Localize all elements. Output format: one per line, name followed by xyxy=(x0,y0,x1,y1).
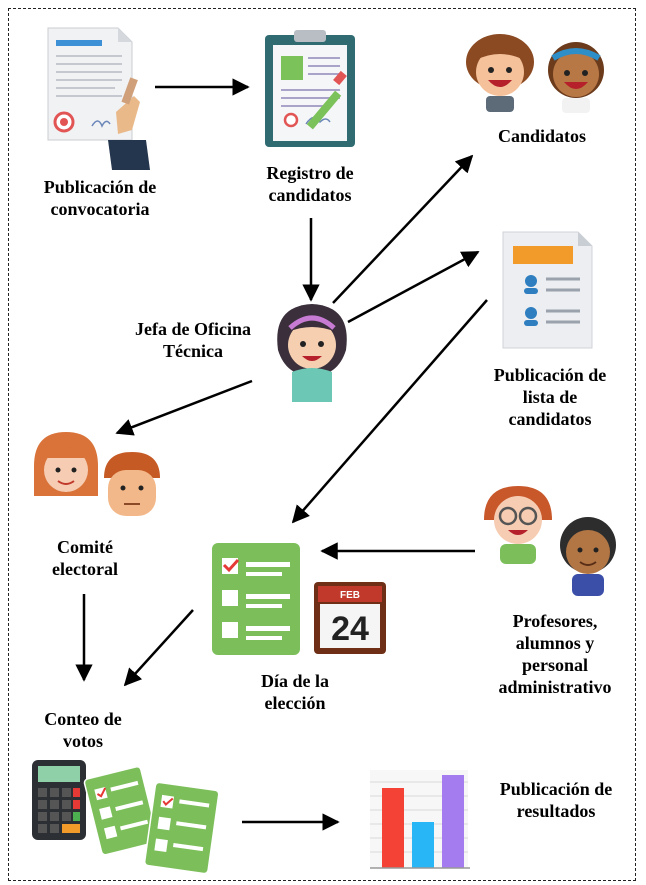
label-publicacion-convocatoria: Publicación de convocatoria xyxy=(43,177,157,219)
bar-chart-icon xyxy=(370,770,470,869)
woman-avatar-icon xyxy=(277,304,347,402)
signed-document-icon xyxy=(47,27,150,170)
clipboard-registration-icon xyxy=(265,30,355,147)
label-registro-candidatos: Registro de candidatos xyxy=(266,163,354,205)
arrow-jefa-to-lista xyxy=(347,250,480,324)
calendar-day: 24 xyxy=(331,610,369,648)
calculator-ballots-icon xyxy=(32,760,220,875)
two-children-avatars-icon xyxy=(466,34,604,113)
calendar-month: FEB xyxy=(340,590,360,601)
label-profesores: Profesores, alumnos y personal administr… xyxy=(498,611,612,697)
arrow-dia-to-conteo xyxy=(123,609,194,687)
ballot-checklist-icon xyxy=(212,543,300,655)
flow-arrows xyxy=(75,78,488,831)
candidate-list-document-icon xyxy=(502,231,593,349)
arrow-jefa-to-comite xyxy=(115,379,253,436)
man-woman-avatars-icon xyxy=(34,432,160,516)
arrow-lista-to-dia xyxy=(291,299,488,524)
label-candidatos: Candidatos xyxy=(497,126,587,146)
people-avatars-icon xyxy=(484,486,616,596)
arrow-jefa-to-candidatos xyxy=(332,154,474,304)
label-dia-eleccion: Día de la elección xyxy=(260,671,329,713)
label-comite-electoral: Comité electoral xyxy=(52,537,118,579)
label-jefa-oficina: Jefa de Oficina Técnica xyxy=(135,319,251,361)
calendar-icon: FEB 24 xyxy=(314,582,386,654)
dashed-frame xyxy=(8,8,636,881)
label-publicacion-resultados: Publicación de resultados xyxy=(499,779,613,821)
label-publicacion-lista: Publicación de lista de candidatos xyxy=(493,365,607,429)
label-conteo-votos: Conteo de votos xyxy=(44,709,122,751)
